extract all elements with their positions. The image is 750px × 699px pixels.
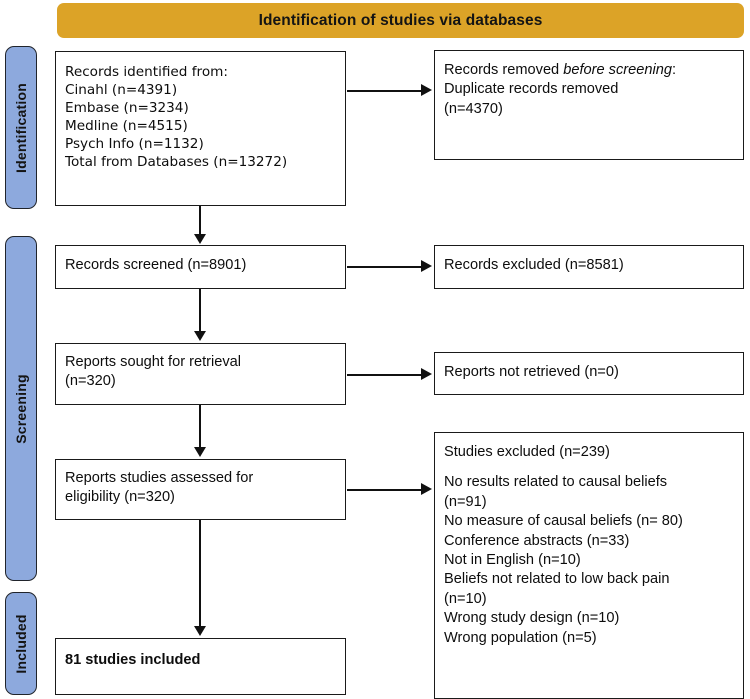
stage-pill-included: Included — [5, 592, 37, 695]
stage-pill-screening: Screening — [5, 236, 37, 581]
studies-excluded-reason-4: Conference abstracts (n=33) — [444, 532, 630, 549]
records-removed-line-3: (n=4370) — [444, 100, 503, 117]
box-reports-sought: Reports sought for retrieval (n=320) — [55, 343, 346, 405]
records-excluded-line-1: Records excluded (n=8581) — [444, 257, 624, 273]
records-identified-line-6: Total from Databases (n=13272) — [65, 154, 288, 171]
box-reports-not-retrieved: Reports not retrieved (n=0) — [434, 352, 744, 395]
records-identified-line-2: Cinahl (n=4391) — [65, 82, 178, 99]
box-studies-included: 81 studies included — [55, 638, 346, 695]
studies-included-line-1: 81 studies included — [65, 652, 201, 668]
box-records-screened: Records screened (n=8901) — [55, 245, 346, 289]
arrowhead-identified-to-removed — [421, 84, 432, 96]
studies-excluded-heading: Studies excluded (n=239) — [444, 444, 610, 460]
arrowhead-screened-to-sought — [194, 331, 206, 341]
reports-assessed-line-1: Reports studies assessed for — [65, 470, 254, 486]
studies-excluded-reason-6: Beliefs not related to low back pain — [444, 571, 670, 588]
arrowhead-assessed-to-studies-excluded — [421, 483, 432, 495]
studies-excluded-reason-3: No measure of causal beliefs (n= 80) — [444, 513, 683, 530]
arrowhead-assessed-to-included — [194, 626, 206, 636]
connector-assessed-to-studies-excluded — [347, 489, 422, 491]
connector-sought-to-assessed — [199, 405, 201, 449]
arrowhead-screened-to-excluded — [421, 260, 432, 272]
arrowhead-identified-to-screened — [194, 234, 206, 244]
arrowhead-sought-to-not-retrieved — [421, 368, 432, 380]
box-reports-assessed: Reports studies assessed for eligibility… — [55, 459, 346, 520]
arrowhead-sought-to-assessed — [194, 447, 206, 457]
box-records-identified: Records identified from: Cinahl (n=4391)… — [55, 51, 346, 206]
records-removed-line-2: Duplicate records removed — [444, 81, 619, 98]
records-screened-line-1: Records screened (n=8901) — [65, 257, 247, 273]
connector-identified-to-removed — [347, 90, 422, 92]
records-removed-line-1: Records removed before screening: — [444, 62, 677, 78]
box-records-removed: Records removed before screening: Duplic… — [434, 50, 744, 160]
box-records-excluded: Records excluded (n=8581) — [434, 245, 744, 289]
studies-excluded-reason-7: (n=10) — [444, 590, 487, 607]
connector-screened-to-sought — [199, 289, 201, 333]
stage-pill-identification: Identification — [5, 46, 37, 209]
studies-excluded-reason-2: (n=91) — [444, 493, 487, 510]
studies-excluded-reason-1: No results related to causal beliefs — [444, 474, 668, 491]
stage-label-screening: Screening — [13, 373, 29, 444]
reports-not-retrieved-line-1: Reports not retrieved (n=0) — [444, 364, 619, 380]
studies-excluded-reason-5: Not in English (n=10) — [444, 552, 581, 569]
studies-excluded-reason-9: Wrong population (n=5) — [444, 629, 597, 646]
studies-excluded-reason-8: Wrong study design (n=10) — [444, 610, 620, 627]
records-identified-line-1: Records identified from: — [65, 64, 228, 80]
connector-screened-to-excluded — [347, 266, 422, 268]
records-identified-line-3: Embase (n=3234) — [65, 100, 189, 117]
box-studies-excluded: Studies excluded (n=239) No results rela… — [434, 432, 744, 699]
phase-banner-title: Identification of studies via databases — [258, 11, 543, 29]
connector-assessed-to-included — [199, 520, 201, 628]
records-identified-line-4: Medline (n=4515) — [65, 118, 188, 135]
records-identified-line-5: Psych Info (n=1132) — [65, 136, 204, 153]
reports-assessed-line-2: eligibility (n=320) — [65, 489, 175, 506]
reports-sought-line-2: (n=320) — [65, 373, 116, 390]
connector-sought-to-not-retrieved — [347, 374, 422, 376]
reports-sought-line-1: Reports sought for retrieval — [65, 354, 242, 370]
stage-label-identification: Identification — [13, 82, 29, 173]
phase-banner-identification: Identification of studies via databases — [57, 3, 744, 38]
connector-identified-to-screened — [199, 206, 201, 236]
studies-excluded-spacer — [444, 462, 734, 473]
stage-label-included: Included — [13, 613, 29, 674]
